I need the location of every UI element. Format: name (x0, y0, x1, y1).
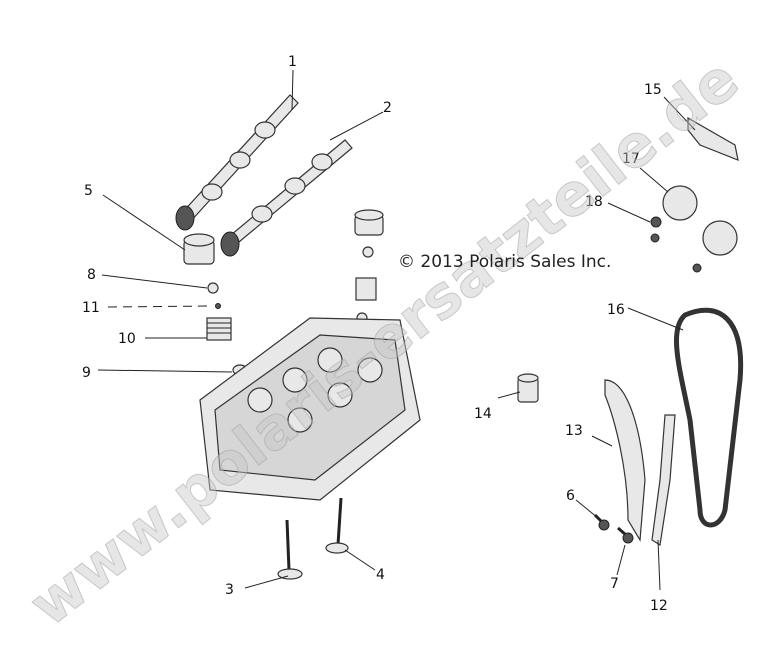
timing-chain (673, 307, 744, 528)
callout-1: 1 (288, 54, 297, 70)
callout-17: 17 (622, 151, 640, 167)
cover-plate (687, 116, 739, 161)
callout-13: 13 (565, 423, 583, 439)
valve-tappet (183, 233, 215, 265)
callout-14: 14 (474, 406, 492, 422)
cam-sprocket-2 (702, 220, 738, 256)
camshaft-intake (175, 94, 299, 231)
sprocket-bolt (650, 233, 660, 243)
bolt-7 (617, 526, 634, 544)
callout-16: 16 (607, 302, 625, 318)
leader-lines (97, 69, 696, 591)
chain-tensioner (517, 373, 539, 403)
camshaft-exhaust (220, 139, 353, 257)
callout-12: 12 (650, 598, 668, 614)
valve-keeper (215, 303, 221, 309)
callout-15: 15 (644, 82, 662, 98)
callout-10: 10 (118, 331, 136, 347)
exhaust-valve (325, 497, 349, 554)
callout-8: 8 (87, 267, 96, 283)
callout-5: 5 (84, 183, 93, 199)
chain-guide-fixed (651, 414, 676, 546)
shim (207, 282, 219, 294)
callout-3: 3 (225, 582, 234, 598)
callout-9: 9 (82, 365, 91, 381)
intake-valve (277, 519, 303, 580)
cam-sprocket-1 (662, 185, 698, 221)
callout-7: 7 (610, 576, 619, 592)
cylinder-head (199, 317, 421, 501)
callout-6: 6 (566, 488, 575, 504)
callout-2: 2 (383, 100, 392, 116)
chain-guide-tensioner (604, 379, 646, 542)
callout-11: 11 (82, 300, 100, 316)
sprocket-bolt (692, 263, 702, 273)
valve-spring-right (355, 246, 377, 324)
tappet-right (354, 209, 384, 236)
callout-4: 4 (376, 567, 385, 583)
callout-18: 18 (585, 194, 603, 210)
copyright-notice: © 2013 Polaris Sales Inc. (398, 252, 612, 272)
sprocket-bolt (650, 216, 662, 228)
valve-spring (206, 317, 232, 341)
